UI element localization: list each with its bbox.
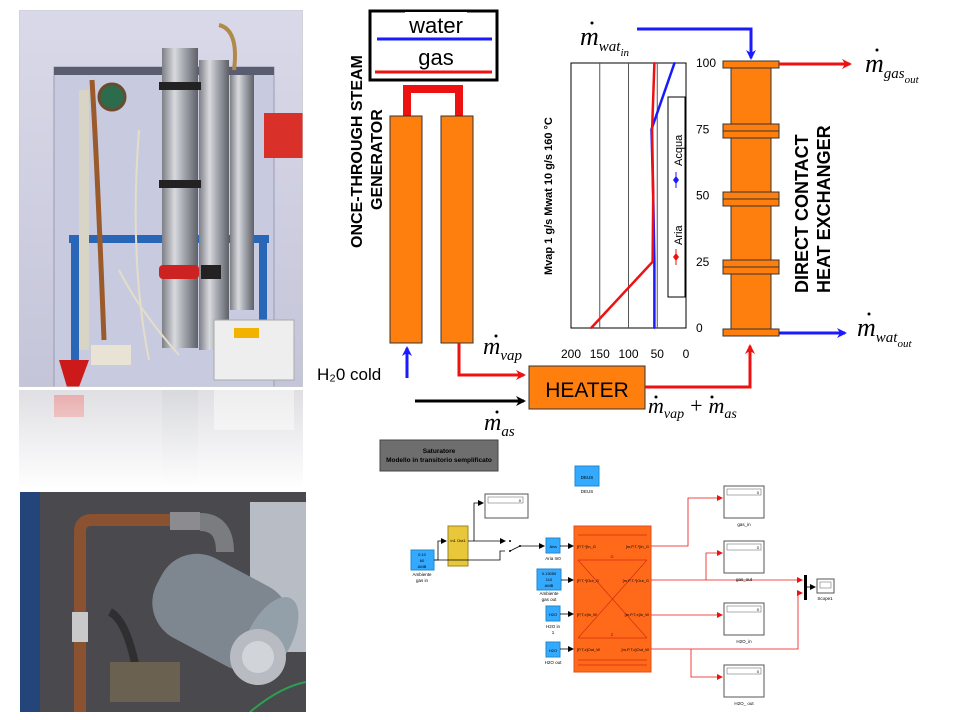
ambient-gas-out-block[interactable]: 0.13050 110 AMB Ambiente gas out: [536, 568, 562, 602]
block-text: AMB: [545, 583, 554, 588]
signal-line: [473, 500, 484, 541]
ambient-gas-in-block[interactable]: 0.10 60 AMB Ambiente gas in: [410, 549, 435, 583]
model-title-annotation[interactable]: Saturatore Modello in transitorio sempli…: [379, 439, 499, 472]
block-caption: H2O in: [546, 624, 561, 629]
heater-illustration: [20, 492, 307, 713]
deus-block-caption: DEUS: [581, 489, 594, 494]
display-caption: gas_in: [737, 522, 751, 527]
deus-block-label: DEUS: [581, 475, 594, 480]
model-title-box: [379, 439, 499, 472]
signal-line: [434, 538, 447, 561]
model-title-line2: Modello in transitorio semplificato: [386, 457, 492, 464]
port-label: [P,T,x]Out_W: [577, 647, 600, 652]
reflection-illustration: [19, 390, 303, 490]
subsystem-top-label: G: [610, 554, 613, 559]
in1-out1-subsystem[interactable]: In1 Out1: [447, 525, 469, 567]
output-signals: [651, 495, 803, 680]
manual-switch[interactable]: [509, 540, 521, 552]
block-text: 0.13050: [542, 571, 557, 576]
block-caption: Ambiente: [539, 591, 559, 596]
display-block[interactable]: 0 gas_in: [723, 485, 765, 527]
scope-block[interactable]: Scope1: [816, 578, 835, 601]
block-caption: gas in: [416, 578, 429, 583]
block-text: 0.10: [418, 552, 427, 557]
display-caption: H2O_in: [736, 639, 752, 644]
display-value: 0: [757, 545, 760, 550]
test-rig-photo-reflection: [19, 390, 303, 490]
display-value: 0: [519, 498, 522, 503]
block-text: In1 Out1: [450, 538, 466, 543]
deus-block[interactable]: DEUS DEUS: [574, 465, 600, 494]
port-label: [P,T,*]In_G: [577, 544, 596, 549]
port-label: [P,T,*]Out_G: [577, 578, 599, 583]
display-caption: H2O_ out: [734, 701, 754, 706]
h2o-in-block[interactable]: H2O H2O in 1: [545, 605, 561, 635]
block-text: H2O: [549, 648, 557, 653]
display-value: 0: [757, 490, 760, 495]
block-caption: 1: [552, 630, 555, 635]
scope-caption: Scope1: [817, 596, 833, 601]
test-rig-photo: [18, 9, 304, 388]
deus-block-body: [574, 465, 600, 487]
test-rig-illustration: [18, 9, 304, 388]
block-text: AMB: [418, 564, 427, 569]
block-caption: gas out: [542, 597, 558, 602]
aria-in0-block[interactable]: Aria Aria In0: [545, 537, 561, 561]
mux-block[interactable]: [804, 575, 807, 600]
model-title-line1: Saturatore: [423, 448, 456, 455]
signal-line: [434, 550, 505, 561]
port-label: [m,P,T,x]In_W: [625, 612, 650, 617]
block-text: Aria: [549, 544, 557, 549]
subsystem-bottom-label: Z: [611, 632, 614, 637]
display-value: 0: [757, 669, 760, 674]
block-text: H2O: [549, 612, 557, 617]
h2o-out-block[interactable]: H2O H2O out: [545, 641, 563, 665]
port-label: [m,P,T,x]Out_W: [622, 647, 650, 652]
port-label: [m,P,T,*]In_G: [626, 544, 649, 549]
block-caption: Aria In0: [545, 556, 561, 561]
port-label: [P,T,x]In_W: [577, 612, 597, 617]
block-caption: H2O out: [545, 660, 563, 665]
display-block-switch[interactable]: 0: [484, 493, 529, 519]
display-caption: gas_out: [736, 577, 753, 582]
display-value: 0: [757, 607, 760, 612]
saturator-subsystem[interactable]: G Z [P,T,*]In_G [P,T,*]Out_G [P,T,x]In_W…: [573, 525, 652, 673]
display-block[interactable]: 0 gas_out: [723, 540, 765, 582]
block-caption: Ambiente: [412, 572, 432, 577]
block-text: 110: [546, 577, 553, 582]
port-label: [m,P,T,*]Out_G: [623, 578, 649, 583]
block-text: 60: [420, 558, 425, 563]
heater-photo: [20, 492, 307, 713]
